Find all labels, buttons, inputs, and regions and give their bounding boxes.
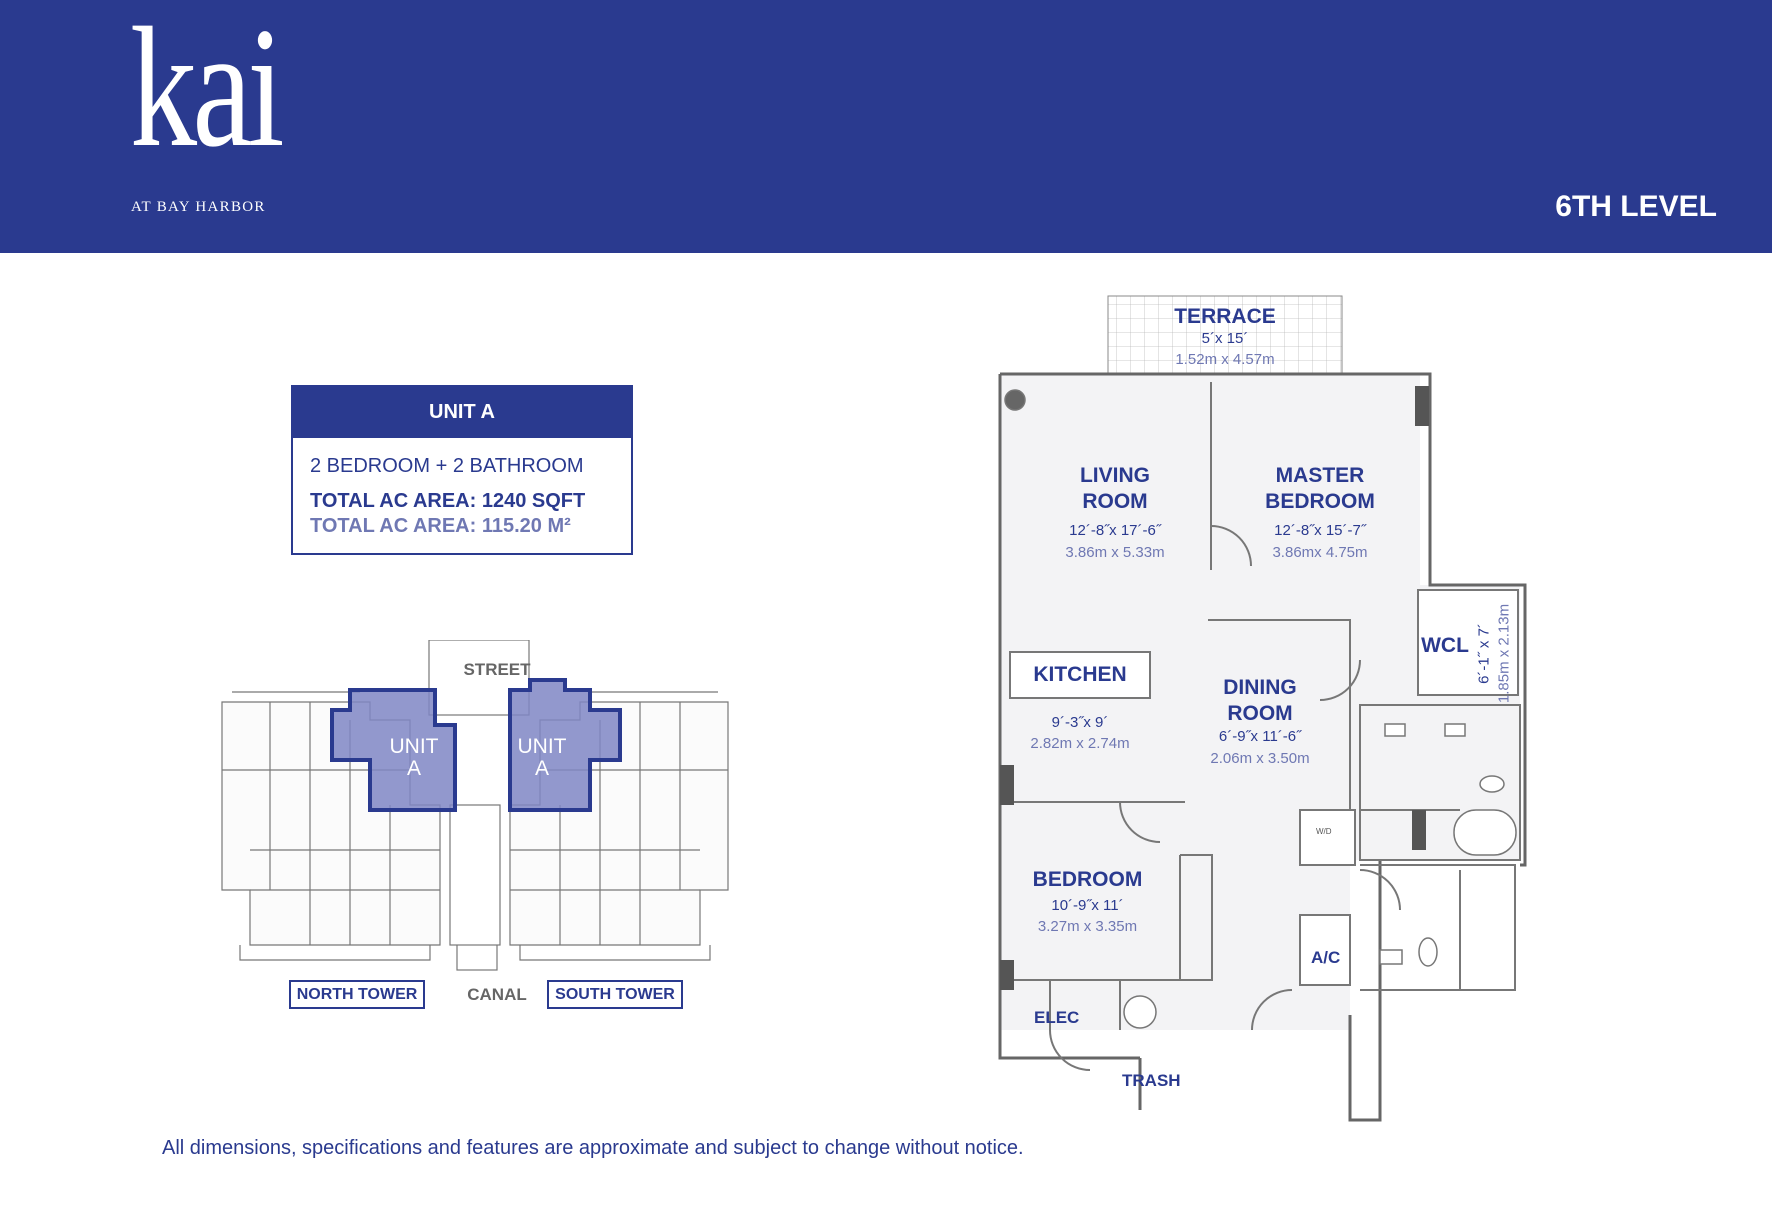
wcl-dim-metric: 1.85m x 2.13m [1495, 603, 1513, 704]
terrace-dim-metric: 1.52m x 4.57m [1175, 351, 1275, 368]
master-bedroom-label-line1: MASTER [1275, 464, 1365, 487]
unit-a-south-highlight [508, 678, 622, 812]
kitchen-dim-imperial: 9´-3˝x 9´ [1051, 714, 1109, 731]
south-tower-label: SOUTH TOWER [547, 980, 683, 1009]
unit-rooms: 2 BEDROOM + 2 BATHROOM [310, 455, 584, 477]
unit-tag-south: UNIT A [512, 736, 572, 780]
canal-label: CANAL [467, 985, 527, 1004]
unit-tag-north: UNIT A [384, 736, 444, 780]
unit-area-m2: TOTAL AC AREA: 115.20 M² [310, 515, 571, 537]
living-room-dim-imperial: 12´-8˝x 17´-6˝ [1069, 522, 1161, 539]
wcl-label: WCL [1421, 634, 1469, 657]
master-bedroom-label: MASTER BEDROOM [1235, 463, 1405, 515]
ac-label: A/C [1311, 948, 1341, 967]
unit-tag-north-line2: A [406, 757, 421, 780]
street-label: STREET [463, 660, 531, 679]
elec-label: ELEC [1034, 1008, 1080, 1027]
wcl-dim-imperial: 6´-1˝ x 7´ [1475, 623, 1493, 684]
dining-room-label: DINING ROOM [1185, 675, 1335, 727]
dining-room-label-line1: DINING [1223, 676, 1297, 699]
master-bedroom-dim-metric: 3.86mx 4.75m [1272, 544, 1368, 561]
kitchen-dim-metric: 2.82m x 2.74m [1030, 735, 1130, 752]
master-bedroom-dim-imperial: 12´-8˝x 15´-7˝ [1274, 522, 1366, 539]
unit-tag-north-line1: UNIT [389, 735, 439, 758]
bedroom-label: BEDROOM [1032, 868, 1143, 891]
logo-subtitle: AT BAY HARBOR [131, 199, 266, 215]
living-room-label: LIVING ROOM [1030, 463, 1200, 515]
living-room-label-line2: ROOM [1082, 490, 1148, 513]
north-tower-label: NORTH TOWER [289, 980, 425, 1009]
bedroom-dim-metric: 3.27m x 3.35m [1037, 918, 1138, 935]
living-room-dim-metric: 3.86m x 5.33m [1065, 544, 1165, 561]
logo-wordmark: kai [130, 0, 285, 183]
terrace-dim-imperial: 5´x 15´ [1201, 330, 1249, 347]
kitchen-label: KITCHEN [1033, 663, 1127, 686]
dining-room-dim-metric: 2.06m x 3.50m [1210, 750, 1310, 767]
unit-area-sqft: TOTAL AC AREA: 1240 SQFT [310, 490, 586, 512]
unit-tag-south-line2: A [534, 757, 549, 780]
master-bedroom-label-line2: BEDROOM [1265, 490, 1375, 513]
dining-room-dim-imperial: 6´-9˝x 11´-6˝ [1218, 728, 1302, 745]
unit-title: UNIT A [293, 387, 631, 438]
trash-label: TRASH [1122, 1071, 1181, 1090]
bedroom-dim-imperial: 10´-9˝x 11´ [1051, 897, 1124, 914]
disclaimer-text: All dimensions, specifications and featu… [162, 1137, 1024, 1159]
level-title: 6TH LEVEL [1555, 190, 1717, 223]
unit-a-north-highlight [330, 688, 457, 812]
living-room-label-line1: LIVING [1079, 464, 1150, 487]
dining-room-label-line2: ROOM [1227, 702, 1293, 725]
site-plan-drawing [221, 640, 729, 971]
unit-tag-south-line1: UNIT [517, 735, 567, 758]
wd-label: W/D [1316, 827, 1332, 836]
header-banner: kai AT BAY HARBOR 6TH LEVEL [0, 0, 1772, 253]
floor-plan-drawing [998, 295, 1527, 1122]
unit-info-card: UNIT A 2 BEDROOM + 2 BATHROOM TOTAL AC A… [291, 385, 633, 555]
terrace-label: TERRACE [1174, 305, 1276, 328]
